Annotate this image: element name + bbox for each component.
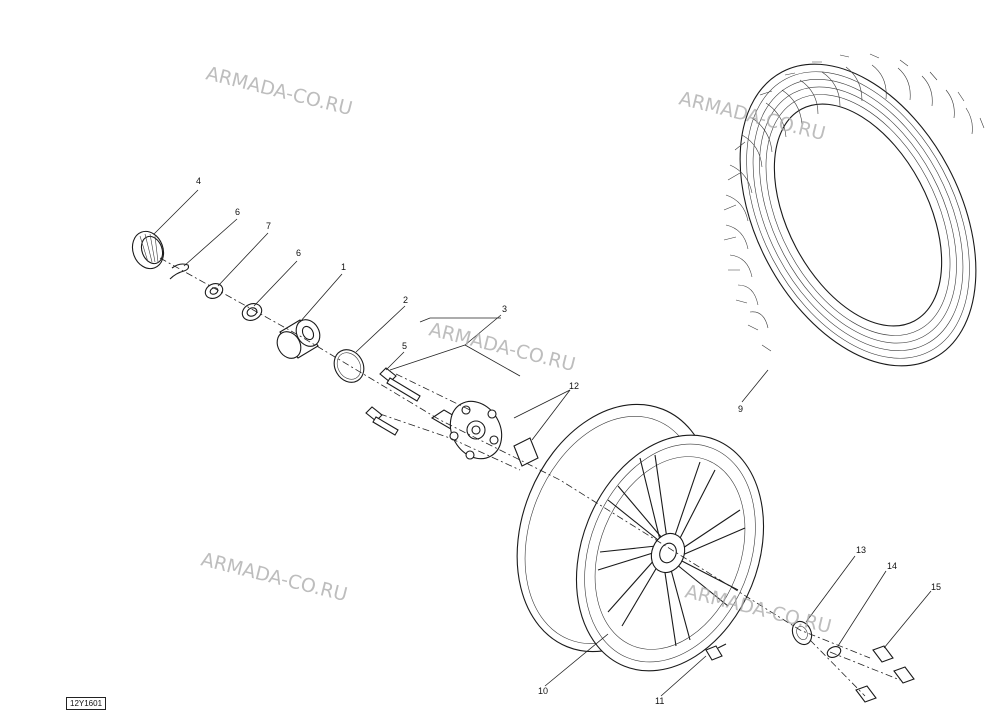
lug-nut-part-15-a	[872, 645, 894, 663]
callout-5: 5	[402, 341, 407, 351]
watermark-1: ARMADA-CO.RU	[204, 63, 355, 121]
callout-15: 15	[931, 582, 941, 592]
bolt-part-5-lower	[365, 406, 399, 436]
bolt-part-5-upper	[379, 367, 421, 402]
callout-6: 6	[296, 248, 301, 258]
callout-4: 4	[196, 176, 201, 186]
callout-3: 3	[502, 304, 507, 314]
assembly-axis	[159, 257, 901, 697]
watermark-3: ARMADA-CO.RU	[427, 319, 578, 377]
callout-10: 10	[538, 686, 548, 696]
callout-1: 1	[341, 262, 346, 272]
tire-part-9	[723, 53, 985, 367]
callout-13: 13	[856, 545, 866, 555]
spacer-part-12	[513, 437, 539, 467]
hub-part-3	[430, 400, 503, 460]
wheel-rim-part-10	[516, 403, 765, 672]
nut-part-4	[131, 230, 165, 270]
center-cap-part-13	[791, 620, 813, 646]
valve-stem-part-11	[705, 643, 727, 661]
callouts: 4 6 7 6 1 2 3 5 12 9 10 11 13 14 15	[196, 176, 941, 706]
callout-11: 11	[655, 696, 664, 706]
lug-nut-part-15-c	[855, 685, 877, 703]
retaining-ring-part-2	[333, 349, 365, 383]
callout-7: 7	[266, 221, 271, 231]
lug-nut-part-15-b	[893, 666, 915, 684]
leader-lines	[153, 189, 932, 697]
cotter-pin-part-8	[169, 263, 190, 280]
callout-14: 14	[887, 561, 897, 571]
washer-part-6	[241, 303, 263, 321]
bearing-part-1	[276, 319, 321, 359]
callout-9: 9	[738, 404, 743, 414]
watermark-4: ARMADA-CO.RU	[199, 549, 350, 607]
diagram-code: 12Y1601	[66, 697, 107, 710]
callout-2: 2	[403, 295, 408, 305]
washer-part-14	[826, 646, 842, 658]
callout-12: 12	[569, 381, 579, 391]
callout-8: 6	[235, 207, 240, 217]
washer-part-7	[204, 283, 224, 299]
